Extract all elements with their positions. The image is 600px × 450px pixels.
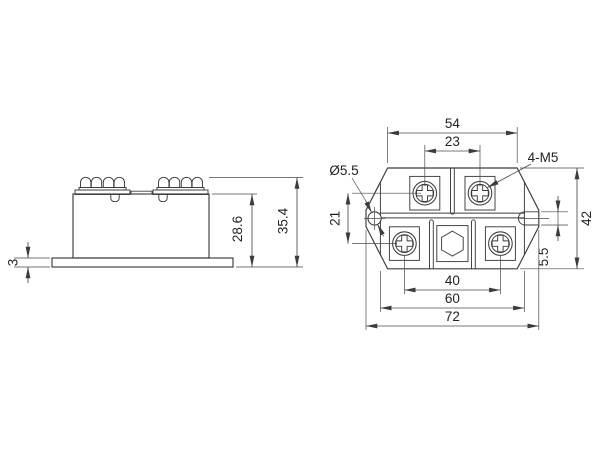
dim-overall-height: 35.4 <box>209 177 303 268</box>
callout-hole-dia: Ø5.5 <box>329 163 385 237</box>
phillips-cross-icon <box>395 234 414 253</box>
groove-bottom-right <box>471 219 476 269</box>
dim-terminal-span-label: 54 <box>445 116 461 131</box>
mounting-slot-right <box>517 211 549 226</box>
callout-hole-dia-label: Ø5.5 <box>329 163 358 178</box>
terminal-nuts-left <box>80 176 125 188</box>
washer-right <box>156 187 205 191</box>
screw-bottom-left <box>392 231 417 256</box>
parting-lines <box>380 212 525 219</box>
phillips-cross-icon <box>416 184 434 202</box>
dim-overall-height-label: 35.4 <box>276 207 291 234</box>
dim-top-screw-spacing-label: 23 <box>445 134 460 149</box>
baseplate <box>51 257 234 268</box>
washer-left <box>78 187 127 191</box>
screw-bottom-right <box>488 231 513 256</box>
pin-left <box>110 194 120 203</box>
top-view: 54 23 4-M5 Ø5.5 21 42 <box>328 116 594 330</box>
callout-thread-label: 4-M5 <box>528 150 559 165</box>
module-body-side <box>72 193 210 259</box>
phillips-cross-icon <box>491 234 510 253</box>
mounting-hole-left <box>364 207 386 230</box>
dim-top-screw-spacing: 23 <box>424 134 481 186</box>
dim-overall-width: 72 <box>365 230 540 330</box>
dim-terminal-span: 54 <box>387 116 518 163</box>
dim-overall-width-label: 72 <box>445 309 460 324</box>
dim-body-height: 28.6 <box>212 193 257 267</box>
dim-body-width: 60 <box>380 271 525 312</box>
side-view: 3 28.6 35.4 <box>6 176 303 283</box>
center-pad <box>436 225 469 263</box>
terminal-nuts-right <box>158 176 203 188</box>
dim-bottom-screw-spacing: 40 <box>404 256 501 294</box>
dim-slot-width: 5.5 <box>536 196 568 266</box>
center-strip <box>130 190 153 194</box>
dim-screw-row-spacing-label: 21 <box>328 211 343 226</box>
pin-right <box>158 194 168 203</box>
dim-base-thickness: 3 <box>6 242 50 283</box>
dim-body-height-top: 42 <box>520 167 594 270</box>
dim-body-height-label: 28.6 <box>230 216 245 242</box>
dim-body-height-top-label: 42 <box>579 211 594 226</box>
phillips-cross-icon <box>471 184 489 202</box>
hex-pocket-icon <box>441 230 464 257</box>
groove-top <box>450 168 455 215</box>
dim-screw-row-spacing: 21 <box>328 192 421 244</box>
dim-base-thickness-label: 3 <box>6 259 21 267</box>
groove-bottom-left <box>429 219 434 269</box>
screw-top-left <box>412 180 438 206</box>
module-outline-top <box>365 167 540 270</box>
callout-thread: 4-M5 <box>487 150 559 188</box>
dim-bottom-screw-spacing-label: 40 <box>445 273 460 288</box>
dim-slot-width-label: 5.5 <box>536 248 551 267</box>
dim-body-width-label: 60 <box>445 291 460 306</box>
